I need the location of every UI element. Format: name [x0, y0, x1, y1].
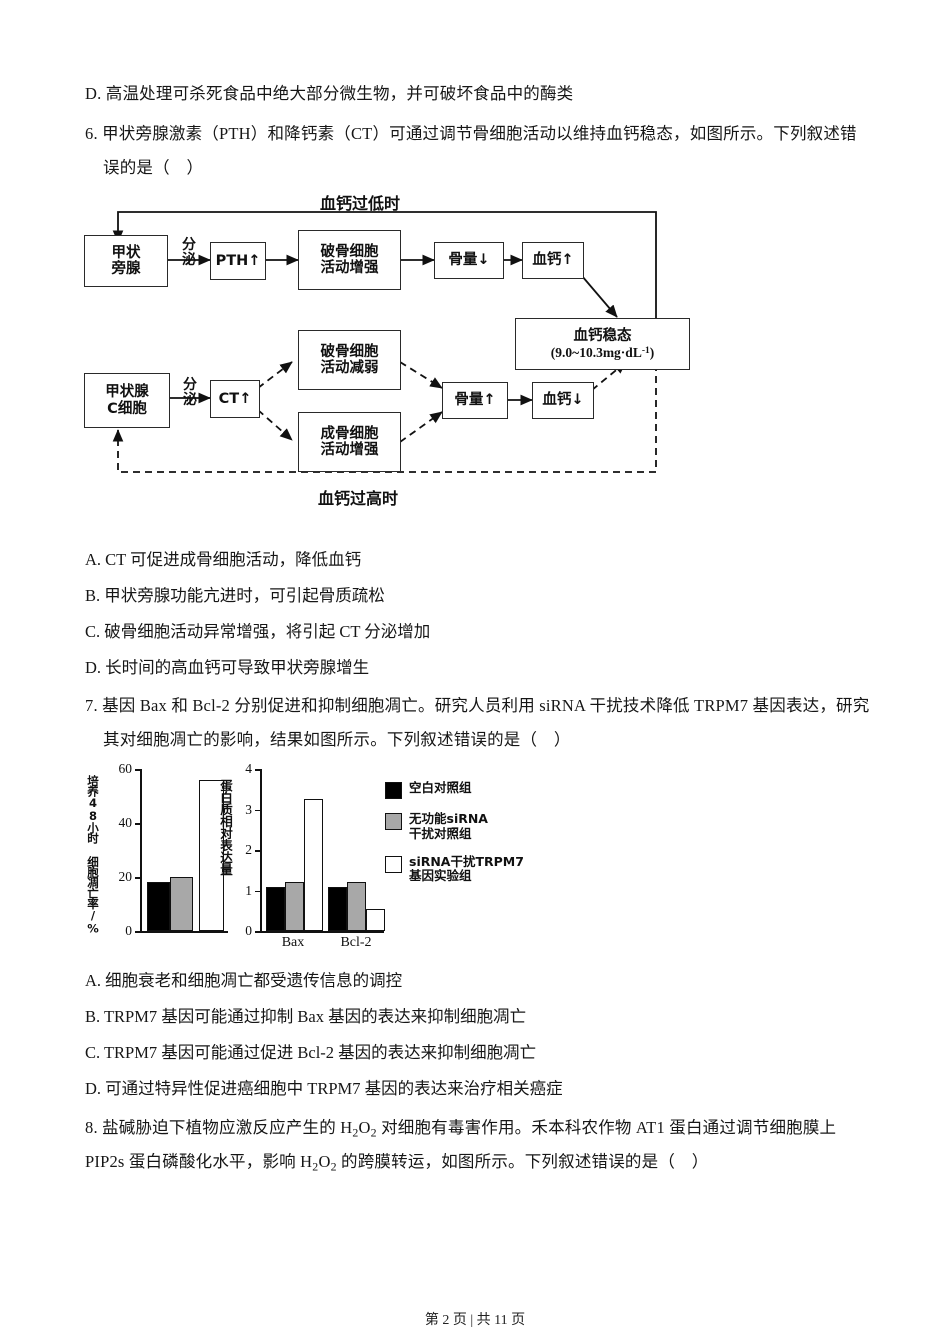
legend-item-nonfunctional-sirna: 无功能siRNA 干扰对照组	[385, 811, 600, 842]
question-7-stem-line-1: 7. 基因 Bax 和 Bcl-2 分别促进和抑制细胞凋亡。研究人员利用 siR…	[85, 696, 870, 715]
question-6-stem-line-1: 6. 甲状旁腺激素（PTH）和降钙素（CT）可通过调节骨细胞活动以维持血钙稳态，…	[85, 124, 857, 143]
flowbox-ct: CT↑	[210, 380, 260, 418]
chart-left-bar-nonfunctional-sirna	[170, 877, 193, 931]
question-6-option-a: A. CT 可促进成骨细胞活动，降低血钙	[85, 550, 362, 569]
chart-right-tick-4	[255, 769, 261, 771]
chart-right-bar-bax-sirna-trpm7	[304, 799, 323, 931]
flowbox-bone-mass-down: 骨量↓	[434, 242, 504, 279]
chart-right-tick-3	[255, 809, 261, 812]
q8-l2-part-a: PIP2s 蛋白磷酸化水平，影响 H	[85, 1152, 313, 1171]
chart-left-ticklabel-60: 60	[118, 761, 133, 776]
chart-right-plot-area	[260, 769, 385, 931]
chart-left-bar-sirna-trpm7	[199, 779, 224, 931]
flow-label-secrete-bottom: 分 泌	[183, 377, 197, 408]
q8-l2-part-b: O	[318, 1152, 331, 1171]
question-6-option-b: B. 甲状旁腺功能亢进时，可引起骨质疏松	[85, 586, 385, 605]
homeostasis-title: 血钙稳态	[573, 328, 632, 345]
question-7-option-c: C. TRPM7 基因可能通过促进 Bcl-2 基因的表达来抑制细胞凋亡	[85, 1043, 537, 1062]
chart-left-tick-60	[135, 769, 141, 771]
chart-right-ticklabel-1: 1	[245, 882, 252, 898]
flow-label-secrete-top: 分 泌	[182, 237, 196, 268]
flowbox-osteoclast-activity-up: 破骨细胞 活动增强	[298, 230, 401, 290]
chart-left-ticklabel-20: 20	[118, 869, 133, 884]
q8-l1-part-b: O	[358, 1118, 371, 1137]
chart-right-bar-bcl2-nonfunctional-sirna	[347, 882, 366, 931]
question-7-stem-line-2: 其对细胞凋亡的影响，结果如图所示。下列叙述错误的是（ ）	[103, 730, 571, 749]
flowbox-osteoclast-activity-down: 破骨细胞 活动减弱	[298, 330, 401, 390]
legend-item-sirna-trpm7: siRNA干扰TRPM7 基因实验组	[385, 853, 600, 885]
question-6-option-d: D. 长时间的高血钙可导致甲状旁腺增生	[85, 658, 370, 677]
q8-l1-part-a: 8. 盐碱胁迫下植物应激反应产生的 H	[85, 1118, 353, 1137]
flowbox-blood-calcium-up: 血钙↑	[522, 242, 584, 279]
question-7-option-a: A. 细胞衰老和细胞凋亡都受遗传信息的调控	[85, 971, 403, 990]
q8-l2-part-c: 的跨膜转运，如图所示。下列叙述错误的是（ ）	[336, 1152, 709, 1171]
homeostasis-range: (9.0~10.3mg·dL-1)	[551, 345, 654, 360]
homeostasis-range-exponent: -1	[641, 345, 650, 356]
chart-right-ticklabel-4: 4	[245, 761, 252, 776]
chart-right-bar-bcl2-control	[328, 886, 347, 931]
flowbox-blood-calcium-down: 血钙↓	[532, 382, 594, 419]
flowbox-parathyroid: 甲状 旁腺	[84, 235, 168, 287]
flowbox-calcium-homeostasis: 血钙稳态 (9.0~10.3mg·dL-1)	[515, 318, 690, 370]
chart-left-tick-40	[135, 823, 141, 825]
flowbox-osteoblast-activity-up: 成骨细胞 活动增强	[298, 412, 401, 472]
q8-l2-sub-2: 2	[330, 1159, 337, 1174]
q8-l1-part-c: 对细胞有毒害作用。禾本科农作物 AT1 蛋白通过调节细胞膜上	[376, 1118, 837, 1137]
flowbox-thyroid-c-cell: 甲状腺 C细胞	[84, 373, 170, 428]
legend-swatch-nonfunctional-sirna	[385, 813, 402, 830]
chart-right-ticklabel-3: 3	[245, 801, 252, 817]
question-8-stem-line-2: PIP2s 蛋白磷酸化水平，影响 H2O2 的跨膜转运，如图所示。下列叙述错误的…	[85, 1146, 708, 1178]
flowbox-pth: PTH↑	[210, 242, 266, 280]
legend-swatch-sirna-trpm7	[385, 855, 402, 873]
calcium-homeostasis-flowchart: 血钙过低时 血钙过高时	[70, 190, 690, 510]
chart-right-bar-bax-control	[266, 886, 285, 931]
question-7-option-d: D. 可通过特异性促进癌细胞中 TRPM7 基因的表达来治疗相关癌症	[85, 1079, 563, 1098]
chart-left-y-axis	[140, 769, 142, 932]
legend-item-control: 空白对照组	[385, 780, 600, 799]
chart-left-ticklabel-40: 40	[118, 815, 133, 830]
legend-label-sirna-trpm7: siRNA干扰TRPM7 基因实验组	[409, 853, 524, 884]
chart-legend: 空白对照组 无功能siRNA 干扰对照组 siRNA干扰TRPM7 基因实验组	[385, 780, 600, 897]
page-footer: 第 2 页 | 共 11 页	[424, 1313, 526, 1328]
q8-l1-sub-2: 2	[370, 1125, 377, 1140]
chart-right-ticklabel-2: 2	[245, 842, 252, 857]
chart-right-y-axis-label: 蛋白质相对表达量	[218, 779, 233, 875]
chart-left-tick-20	[135, 877, 141, 879]
previous-option-d: D. 高温处理可杀死食品中绝大部分微生物，并可破坏食品中的酶类	[85, 84, 574, 103]
chart-left-ticklabel-0: 0	[125, 923, 132, 938]
chart-left-tick-0	[135, 931, 141, 933]
chart-right-tick-2	[255, 850, 261, 852]
chart-right-bar-bcl2-sirna-trpm7	[366, 908, 385, 931]
homeostasis-range-close: )	[649, 344, 655, 360]
chart-right-tick-1	[255, 890, 261, 893]
question-7-option-b: B. TRPM7 基因可能通过抑制 Bax 基因的表达来抑制细胞凋亡	[85, 1007, 527, 1026]
homeostasis-range-text: (9.0~10.3mg·dL	[550, 344, 642, 360]
legend-label-control: 空白对照组	[409, 780, 472, 795]
chart-right-ticklabel-0: 0	[245, 923, 252, 938]
q8-l1-sub-1: 2	[352, 1125, 359, 1140]
chart-right-category-bcl2: Bcl-2	[340, 935, 372, 950]
q8-l2-sub-1: 2	[312, 1159, 319, 1174]
chart-right-category-bax: Bax	[281, 935, 305, 950]
question-8-stem-line-1: 8. 盐碱胁迫下植物应激反应产生的 H2O2 对细胞有毒害作用。禾本科农作物 A…	[85, 1112, 836, 1144]
question-6-option-c: C. 破骨细胞活动异常增强，将引起 CT 分泌增加	[85, 622, 431, 641]
legend-label-nonfunctional-sirna: 无功能siRNA 干扰对照组	[409, 811, 488, 841]
chart-left-bar-control	[147, 882, 170, 931]
chart-right-bar-bax-nonfunctional-sirna	[285, 882, 304, 931]
question-6-stem-line-2: 误的是（ ）	[103, 158, 204, 177]
chart-protein-expression: 蛋白质相对表达量 0 1 2 3 4	[208, 757, 388, 957]
chart-left-x-axis	[140, 931, 228, 933]
apoptosis-charts: 培养48小时 细胞凋亡率/% 0 20 40 60 蛋白质相对表达量	[80, 757, 600, 962]
chart-apoptosis-rate: 培养48小时 细胞凋亡率/% 0 20 40 60	[80, 757, 230, 957]
chart-right-x-axis	[260, 931, 384, 933]
chart-right-tick-0	[255, 931, 261, 933]
chart-left-y-axis-label: 培养48小时 细胞凋亡率/%	[86, 775, 100, 935]
flowbox-bone-mass-up: 骨量↑	[442, 382, 508, 419]
chart-left-plot-area	[140, 769, 228, 931]
flowchart-title-low-calcium: 血钙过低时	[320, 194, 401, 213]
legend-swatch-control	[385, 782, 402, 799]
flowchart-title-high-calcium: 血钙过高时	[318, 489, 399, 508]
